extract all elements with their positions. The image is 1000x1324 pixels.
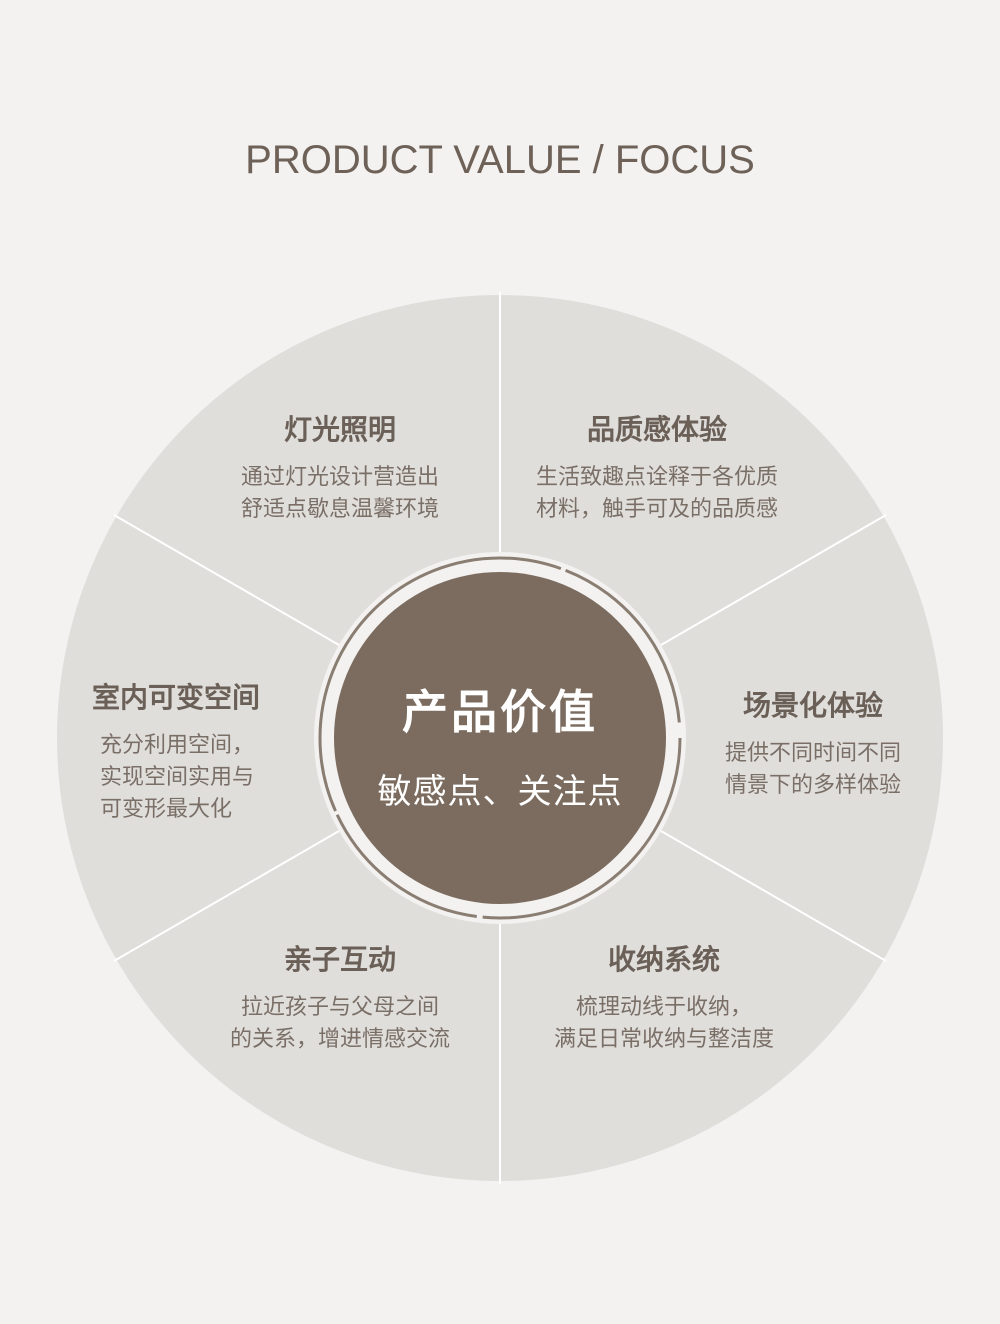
segment-parent-child: 亲子互动 拉近孩子与父母之间 的关系，增进情感交流 [190,938,490,1056]
segment-desc-line: 拉近孩子与父母之间 [240,995,439,1020]
segment-quality: 品质感体验 生活致趣点诠释于各优质 材料，触手可及的品质感 [507,408,807,526]
hub-brush-ring [318,556,682,920]
segment-title: 场景化体验 [742,689,883,722]
segment-storage: 收纳系统 梳理动线于收纳， 满足日常收纳与整洁度 [514,938,814,1056]
center-title: 产品价值 [402,685,598,739]
page-title: PRODUCT VALUE / FOCUS [245,138,755,182]
segment-desc-line: 可变形最大化 [100,797,233,822]
segment-title: 灯光照明 [283,413,396,446]
segment-desc-line: 提供不同时间不同 [724,741,901,766]
center-label: 产品价值 敏感点、关注点 [330,676,670,813]
segment-title: 收纳系统 [607,943,720,976]
segment-flexible-space: 室内可变空间 充分利用空间， 实现空间实用与 可变形最大化 [92,676,322,826]
segment-desc-line: 生活致趣点诠释于各优质 [535,465,778,490]
segment-desc-line: 舒适点歇息温馨环境 [240,497,439,522]
segment-desc-line: 实现空间实用与 [100,765,255,790]
segment-desc-line: 通过灯光设计营造出 [240,465,439,490]
segment-desc-line: 材料，触手可及的品质感 [535,497,778,522]
segment-title: 品质感体验 [586,413,727,446]
hub-center [334,572,666,904]
center-subtitle: 敏感点、关注点 [377,772,623,812]
segment-scenario: 场景化体验 提供不同时间不同 情景下的多样体验 [663,684,963,802]
segment-desc-line: 情景下的多样体验 [724,773,901,798]
segment-title: 亲子互动 [283,943,396,976]
segment-title: 室内可变空间 [92,681,261,714]
segment-lighting: 灯光照明 通过灯光设计营造出 舒适点歇息温馨环境 [190,408,490,526]
segment-desc-line: 的关系，增进情感交流 [229,1027,450,1052]
segment-desc-line: 充分利用空间， [100,733,255,758]
segment-desc-line: 梳理动线于收纳， [575,995,752,1020]
segment-desc-line: 满足日常收纳与整洁度 [553,1027,774,1052]
